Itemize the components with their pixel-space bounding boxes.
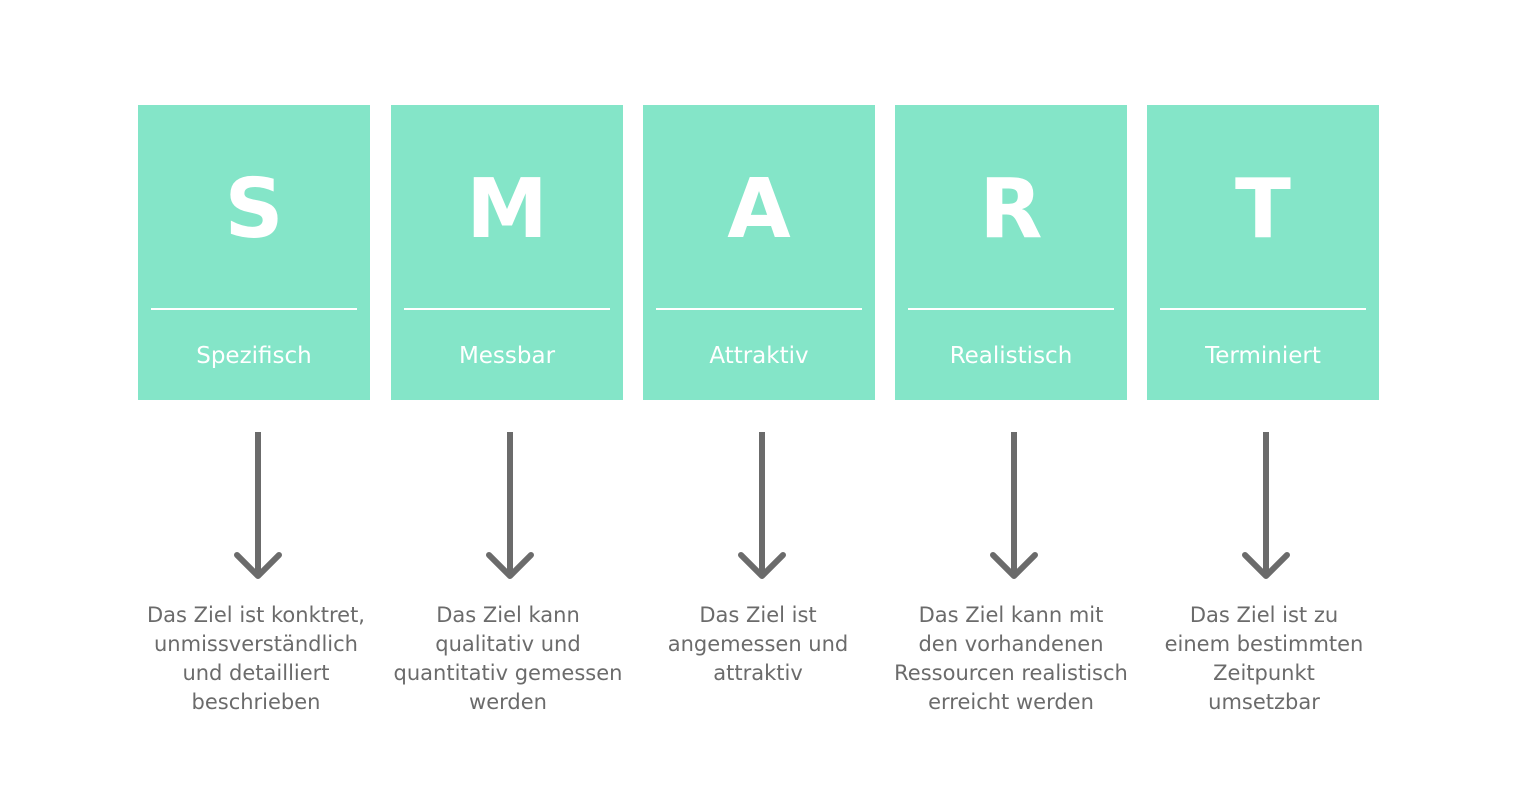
arrow-down-icon — [990, 432, 1038, 579]
card-m: M Messbar — [391, 105, 623, 400]
description-a: Das Ziel ist angemessen und attraktiv — [667, 603, 849, 685]
card-term: Messbar — [458, 343, 556, 369]
card-r: R Realistisch — [895, 105, 1127, 400]
card-term: Attraktiv — [709, 343, 809, 369]
card-t: T Terminiert — [1147, 105, 1379, 400]
card-letter: T — [1235, 162, 1291, 257]
arrow-down-icon — [234, 432, 282, 579]
card-letter: M — [466, 162, 548, 257]
description-m: Das Ziel kann qualitativ und quantitativ… — [393, 603, 623, 714]
card-divider — [1160, 308, 1366, 310]
description-s: Das Ziel ist konktret, unmissverständlic… — [147, 603, 365, 714]
card-term: Terminiert — [1205, 343, 1321, 369]
card-divider — [908, 308, 1114, 310]
card-divider — [151, 308, 357, 310]
arrow-down-icon — [1242, 432, 1290, 579]
card-a: A Attraktiv — [643, 105, 875, 400]
card-letter: A — [727, 162, 791, 257]
description-t: Das Ziel ist zu einem bestimmten Zeitpun… — [1164, 603, 1364, 714]
arrow-down-icon — [486, 432, 534, 579]
card-letter: S — [224, 162, 284, 257]
card-term: Spezifisch — [196, 343, 312, 369]
card-divider — [404, 308, 610, 310]
arrow-down-icon — [738, 432, 786, 579]
card-divider — [656, 308, 862, 310]
card-letter: R — [979, 162, 1043, 257]
card-s: S Spezifisch — [138, 105, 370, 400]
card-term: Realistisch — [949, 343, 1073, 369]
description-r: Das Ziel kann mit den vorhandenen Ressou… — [894, 603, 1128, 714]
